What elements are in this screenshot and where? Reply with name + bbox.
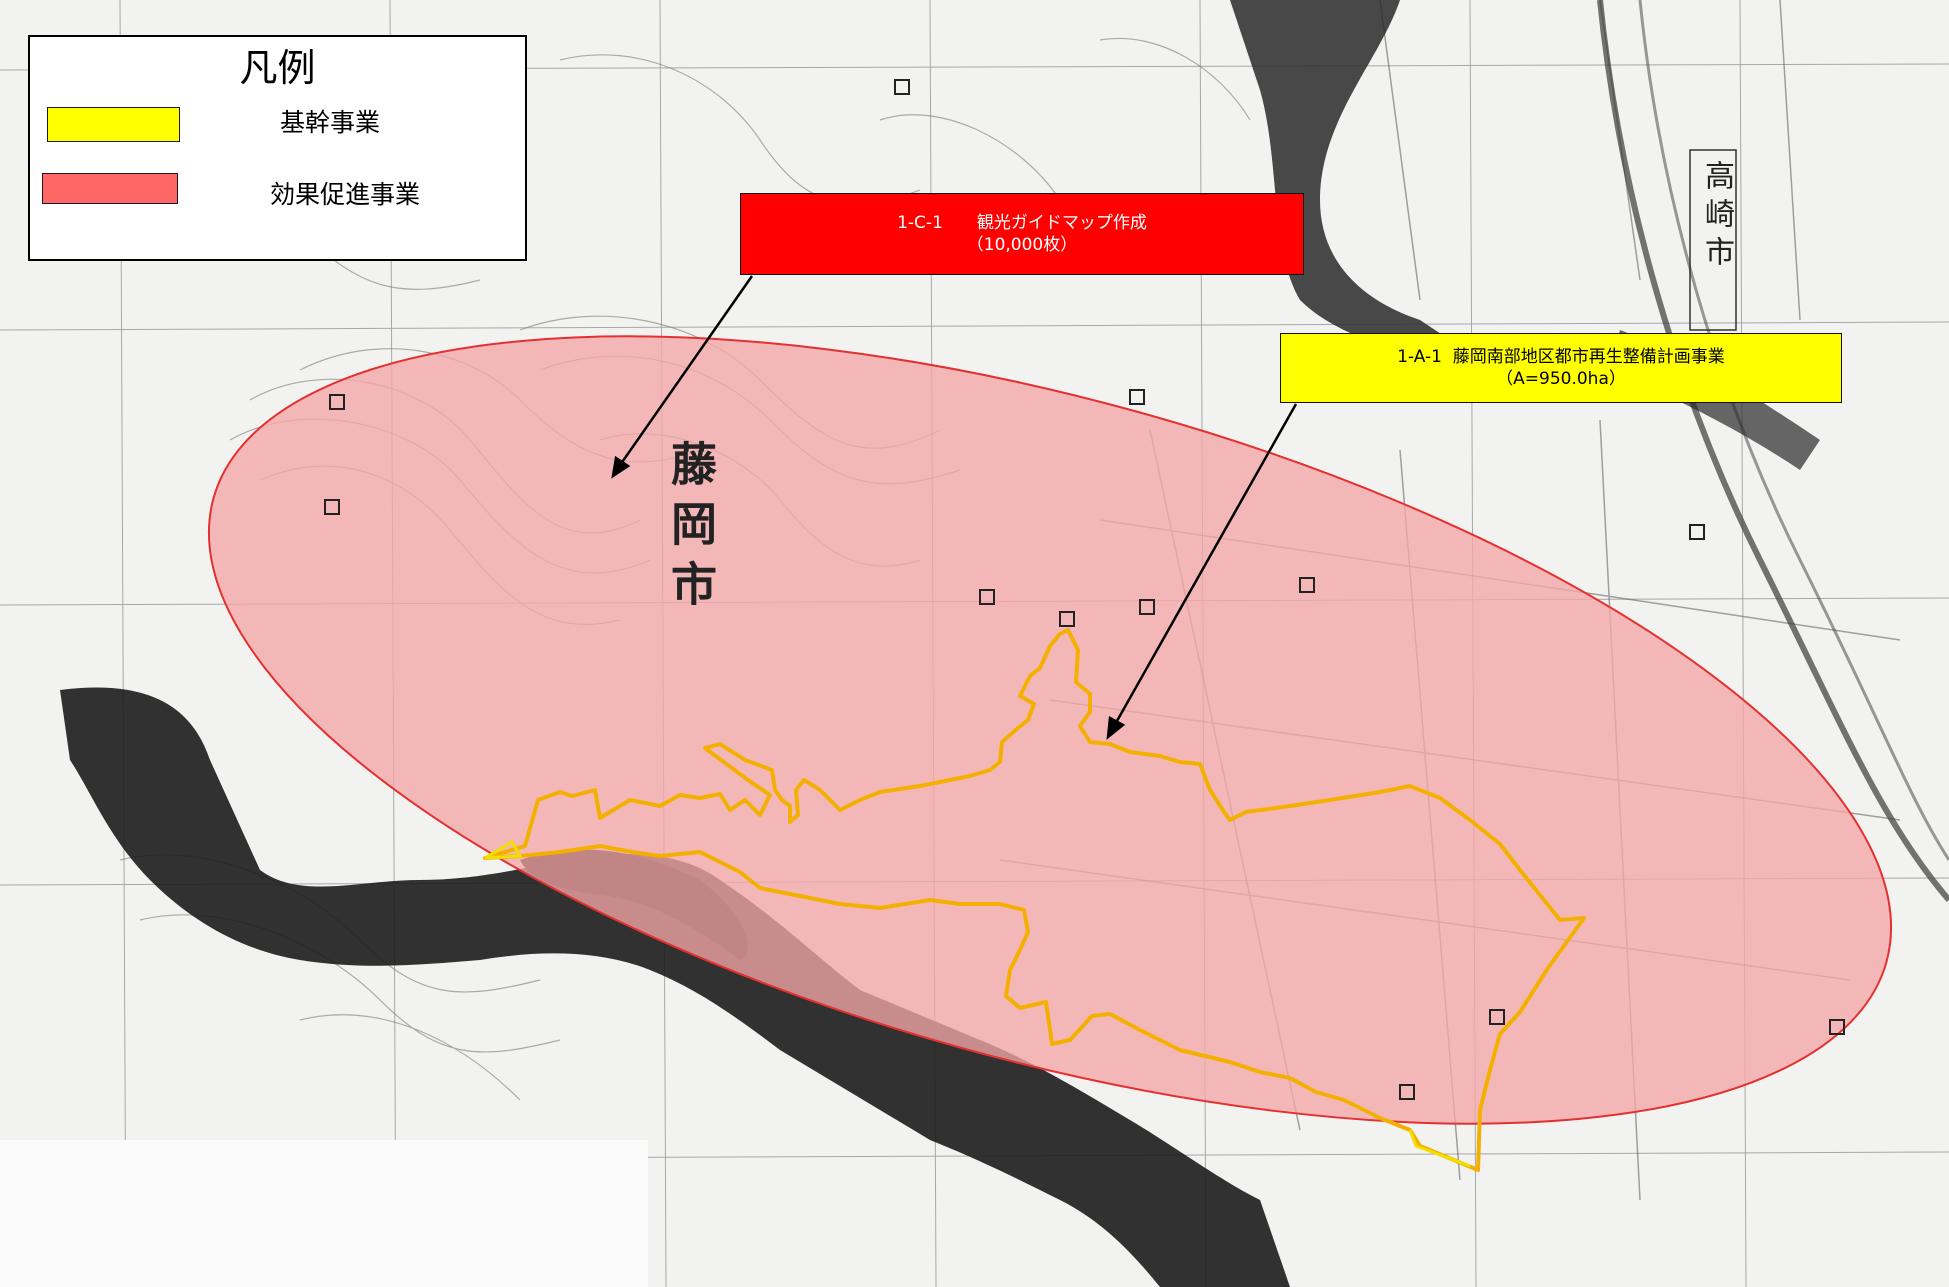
callout-tourism-line2: （10,000枚） xyxy=(966,235,1078,255)
legend-swatch-core xyxy=(47,107,180,142)
callout-tourism-line1: 1-C-1 観光ガイドマップ作成 xyxy=(897,213,1147,233)
callout-renewal-line1: 1-A-1 藤岡南部地区都市再生整備計画事業 xyxy=(1397,347,1725,367)
core-project-area xyxy=(483,628,1586,1172)
map-legend: 凡例 基幹事業 効果促進事業 xyxy=(28,35,527,261)
neighbor-city-frame xyxy=(1689,149,1737,331)
river xyxy=(60,687,1290,1287)
legend-label-effect: 効果促進事業 xyxy=(270,180,421,209)
expressway xyxy=(1597,0,1949,902)
effect-promotion-area xyxy=(207,335,1893,1125)
map-symbols xyxy=(324,79,1845,1100)
callout-tourism-guide-map: 1-C-1 観光ガイドマップ作成 （10,000枚） xyxy=(740,193,1304,275)
legend-label-core: 基幹事業 xyxy=(280,108,381,137)
city-label-takasaki: 高崎市 xyxy=(1699,160,1734,274)
callout-renewal-line2: （A=950.0ha） xyxy=(1496,369,1626,389)
legend-swatch-effect xyxy=(42,173,178,204)
callout-urban-renewal-plan: 1-A-1 藤岡南部地区都市再生整備計画事業 （A=950.0ha） xyxy=(1280,333,1842,403)
city-label-fujioka: 藤岡市 xyxy=(664,440,718,620)
blank-area xyxy=(0,1140,648,1287)
callout-arrows xyxy=(611,275,1298,740)
legend-title: 凡例 xyxy=(239,46,316,90)
